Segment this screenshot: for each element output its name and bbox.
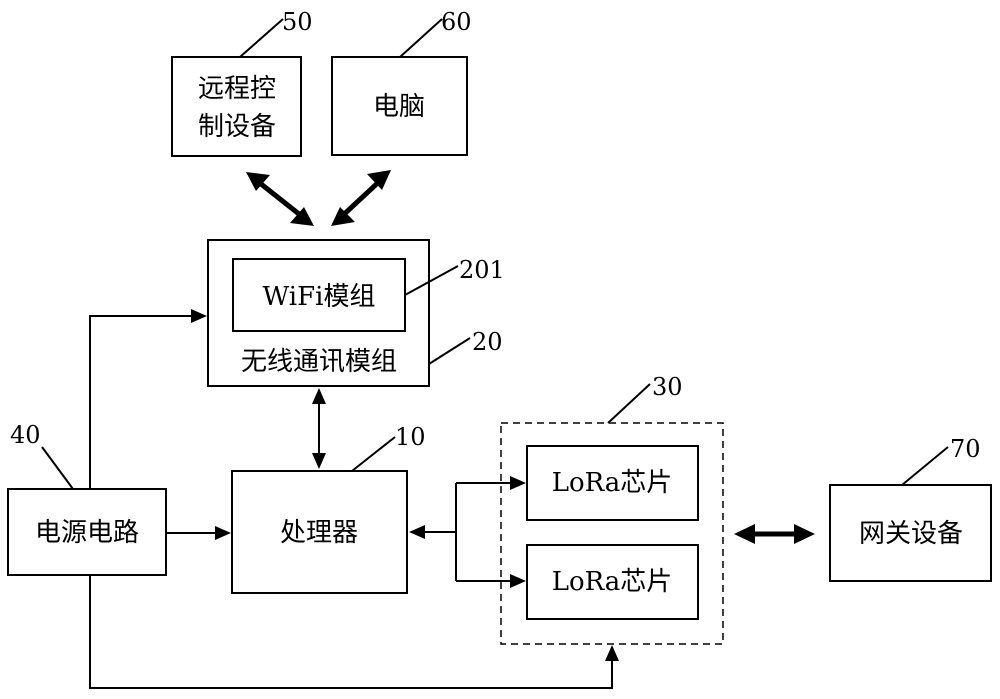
leader-line-70 [901, 446, 949, 486]
wireless-module-block: WiFi模组 无线通讯模组 [207, 239, 430, 387]
wireless-module-label: 无线通讯模组 [241, 347, 397, 377]
ref-number-40: 40 [10, 421, 41, 449]
remote-control-label-line2: 制设备 [198, 112, 276, 142]
lora-gateway-arrow [734, 524, 815, 544]
power-to-processor-arrow [166, 526, 231, 540]
computer-box [331, 56, 468, 156]
remote-control-label-line1: 远程控 [198, 74, 276, 104]
leader-line-60 [399, 18, 443, 58]
computer-block: 电脑 [331, 56, 468, 156]
ref-number-201: 201 [459, 256, 505, 284]
remote-control-box [171, 56, 302, 157]
power-circuit-block: 电源电路 [7, 488, 167, 576]
power-circuit-box [7, 488, 167, 576]
lora-chip-block-1: LoRa芯片 [526, 445, 699, 521]
leader-line-20 [428, 337, 471, 365]
leader-line-40 [41, 446, 74, 490]
processor-block: 处理器 [231, 470, 408, 594]
computer-label: 电脑 [373, 92, 425, 122]
wifi-module-box [232, 258, 406, 332]
leader-line-30 [607, 383, 651, 424]
leader-line-10 [351, 436, 396, 472]
remote-to-wireless-arrow [246, 172, 314, 226]
remote-control-device-block: 远程控 制设备 [171, 56, 302, 157]
lora-chip-box-1 [526, 445, 699, 521]
wifi-module-label: WiFi模组 [263, 282, 376, 312]
processor-label: 处理器 [280, 518, 358, 548]
ref-number-70: 70 [950, 435, 981, 463]
ref-number-20: 20 [472, 328, 503, 356]
gateway-box [829, 484, 992, 582]
lora-chip-box-2 [526, 544, 699, 620]
ref-number-50: 50 [282, 8, 313, 36]
processor-lora-arrows [409, 476, 526, 588]
ref-number-30: 30 [652, 373, 683, 401]
power-to-lora-arrow [89, 575, 619, 689]
computer-to-wireless-arrow [331, 170, 391, 226]
ref-number-10: 10 [395, 423, 426, 451]
lora-chip-label-1: LoRa芯片 [552, 468, 673, 498]
power-circuit-label: 电源电路 [35, 518, 139, 548]
lora-chip-block-2: LoRa芯片 [526, 544, 699, 620]
leader-line-201 [404, 265, 459, 296]
gateway-label: 网关设备 [859, 519, 963, 549]
ref-number-60: 60 [441, 8, 472, 36]
leader-line-50 [239, 18, 284, 58]
processor-box [231, 470, 408, 594]
lora-chip-label-2: LoRa芯片 [552, 567, 673, 597]
gateway-block: 网关设备 [829, 484, 992, 582]
power-to-wireless-arrow [89, 309, 207, 489]
lora-group-box [500, 422, 724, 645]
wireless-processor-arrow [312, 388, 326, 469]
